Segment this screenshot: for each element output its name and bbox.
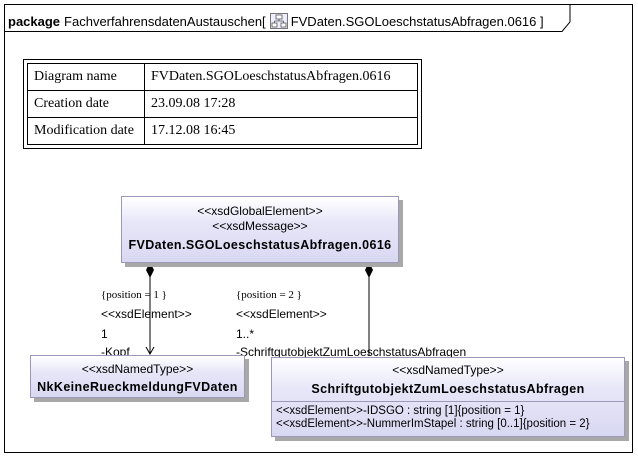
package-tab: package FachverfahrensdatenAustauschen[ … bbox=[4, 4, 571, 32]
class-stereotype: <<xsdMessage>> bbox=[212, 219, 308, 233]
info-key: Diagram name bbox=[27, 63, 145, 91]
class-message[interactable]: <<xsdGlobalElement>> <<xsdMessage>> FVDa… bbox=[121, 196, 399, 263]
class-name: FVDaten.SGOLoeschstatusAbfragen.0616 bbox=[128, 238, 392, 252]
diagram-reference: FVDaten.SGOLoeschstatusAbfragen.0616 ] bbox=[290, 13, 544, 29]
info-value: 17.12.08 16:45 bbox=[144, 117, 418, 145]
arrowhead-left bbox=[145, 346, 155, 356]
package-name: FachverfahrensdatenAustauschen[ bbox=[64, 13, 266, 29]
class-stereotype: <<xsdGlobalElement>> bbox=[197, 204, 323, 218]
table-row: Diagram name FVDaten.SGOLoeschstatusAbfr… bbox=[27, 63, 418, 91]
association-multiplicity: 1 bbox=[101, 327, 108, 341]
composition-diamond-right bbox=[365, 262, 373, 278]
info-value: 23.09.08 17:28 bbox=[144, 90, 418, 118]
table-row: Creation date 23.09.08 17:28 bbox=[27, 90, 418, 118]
composition-diamond-left bbox=[146, 262, 154, 278]
association-role: -SchriftgutobjektZumLoeschstatusAbfragen bbox=[236, 345, 467, 359]
class-stereotype: <<xsdNamedType>> bbox=[81, 362, 194, 376]
association-position-label: {position = 1 } bbox=[101, 289, 167, 301]
info-key: Modification date bbox=[27, 117, 145, 145]
class-name: NkKeineRueckmeldungFVDaten bbox=[37, 380, 238, 394]
diagram-info-table: Diagram name FVDaten.SGOLoeschstatusAbfr… bbox=[23, 59, 422, 149]
class-schriftgut[interactable]: <<xsdNamedType>> SchriftgutobjektZumLoes… bbox=[271, 357, 625, 437]
class-name: SchriftgutobjektZumLoeschstatusAbfragen bbox=[311, 382, 585, 396]
class-kopf[interactable]: <<xsdNamedType>> NkKeineRueckmeldungFVDa… bbox=[30, 355, 245, 398]
class-stereotype: <<xsdNamedType>> bbox=[392, 363, 504, 377]
association-stereotype-label: <<xsdElement>> bbox=[101, 307, 192, 321]
association-stereotype-label: <<xsdElement>> bbox=[236, 307, 327, 321]
class-diagram-icon bbox=[269, 13, 288, 29]
class-attributes: <<xsdElement>>-IDSGO : string [1]{positi… bbox=[272, 401, 624, 431]
class-attribute: <<xsdElement>>-IDSGO : string [1]{positi… bbox=[276, 405, 525, 417]
package-keyword: package bbox=[8, 13, 61, 29]
class-attribute: <<xsdElement>>-NummerImStapel : string [… bbox=[276, 418, 590, 430]
table-row: Modification date 17.12.08 16:45 bbox=[27, 117, 418, 145]
package-title: package FachverfahrensdatenAustauschen[ … bbox=[8, 13, 544, 29]
association-multiplicity: 1..* bbox=[236, 327, 255, 341]
info-key: Creation date bbox=[27, 90, 145, 118]
info-value: FVDaten.SGOLoeschstatusAbfragen.0616 bbox=[144, 63, 418, 91]
association-position-label: {position = 2 } bbox=[236, 289, 302, 301]
